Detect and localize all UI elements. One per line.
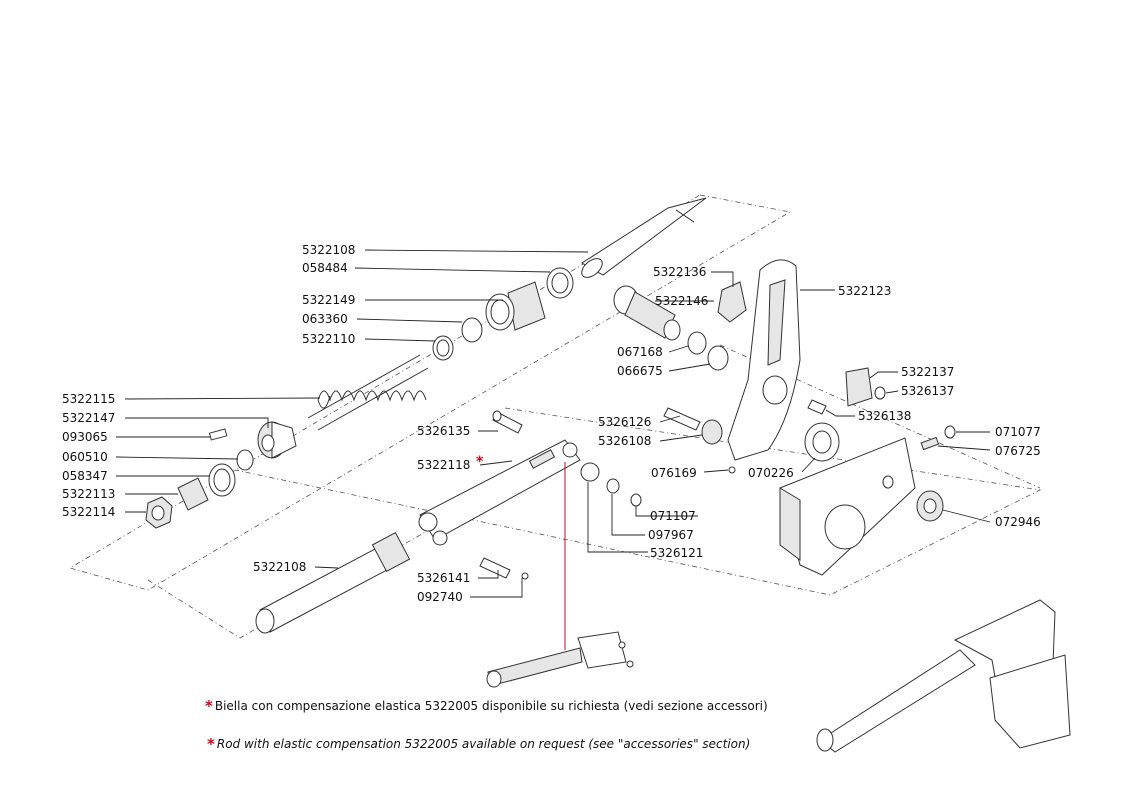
pin-5326141 [479, 557, 529, 580]
label-097967: 097967 [648, 528, 694, 542]
assembly-preview [816, 599, 1071, 753]
label-066675: 066675 [617, 364, 663, 378]
asterisk-5322118: * [476, 454, 484, 470]
plate-5322137 [845, 367, 873, 407]
o-ring [236, 449, 254, 471]
label-076169: 076169 [651, 466, 697, 480]
nut-072946 [916, 490, 944, 522]
label-070226: 070226 [748, 466, 794, 480]
label-5322147: 5322147 [62, 411, 115, 425]
label-060510: 060510 [62, 450, 108, 464]
snap-ring [461, 317, 483, 343]
small-screw-076169 [728, 466, 736, 474]
washer-071077 [944, 425, 956, 439]
bearing-070226 [804, 422, 840, 462]
label-5322123: 5322123 [838, 284, 891, 298]
label-063360: 063360 [302, 312, 348, 326]
assembly-outline [68, 194, 1042, 639]
bushing-5326108 [701, 419, 723, 445]
screw-093065 [208, 428, 228, 441]
note-english: *Rod with elastic compensation 5322005 a… [207, 735, 750, 753]
label-5322118: 5322118 [417, 458, 470, 472]
label-5326135: 5326135 [417, 424, 470, 438]
pin-5326135 [492, 410, 523, 434]
label-058484: 058484 [302, 261, 348, 275]
washers-071107 [580, 462, 642, 507]
note-english-asterisk: * [207, 735, 215, 753]
note-italian-asterisk: * [205, 697, 213, 715]
note-italian-text: Biella con compensazione elastica 532200… [214, 699, 768, 713]
pivot-5322146 [613, 285, 681, 341]
label-5322113: 5322113 [62, 487, 115, 501]
ring-058347 [208, 463, 236, 497]
label-071107: 071107 [650, 509, 696, 523]
screw-076725 [920, 436, 940, 451]
label-5322114: 5322114 [62, 505, 115, 519]
bracket-5322136 [717, 281, 747, 323]
label-5326121: 5326121 [650, 546, 703, 560]
label-071077: 071077 [995, 425, 1041, 439]
label-072946: 072946 [995, 515, 1041, 529]
spring [307, 354, 429, 431]
label-5322115: 5322115 [62, 392, 115, 406]
elastic-rod-accessory [486, 631, 634, 688]
washer-5326137 [874, 386, 886, 400]
label-076725: 076725 [995, 444, 1041, 458]
collet [177, 477, 209, 511]
washer-5322110 [432, 335, 454, 361]
label-5322108-top: 5322108 [302, 243, 355, 257]
note-italian: *Biella con compensazione elastica 53220… [205, 697, 768, 715]
label-067168: 067168 [617, 345, 663, 359]
label-5322137: 5322137 [901, 365, 954, 379]
mounting-block [779, 437, 916, 576]
stud-5326138 [807, 399, 827, 415]
label-5326137: 5326137 [901, 384, 954, 398]
label-5322108-bottom: 5322108 [253, 560, 306, 574]
washers-067168 [687, 331, 729, 371]
lower-shaft [255, 531, 411, 634]
label-5326108: 5326108 [598, 434, 651, 448]
label-093065: 093065 [62, 430, 108, 444]
label-092740: 092740 [417, 590, 463, 604]
upper-shaft [581, 197, 707, 278]
label-5322146: 5322146 [655, 294, 708, 308]
part-labels: 5322108 058484 5322149 063360 5322110 53… [62, 243, 1041, 604]
label-5326126: 5326126 [598, 415, 651, 429]
label-5322149: 5322149 [302, 293, 355, 307]
spring-holder [257, 421, 297, 459]
note-english-text: Rod with elastic compensation 5322005 av… [216, 737, 751, 751]
label-058347: 058347 [62, 469, 108, 483]
lever-arm-5322123 [727, 259, 801, 461]
leader-lines [115, 249, 991, 598]
label-5322110: 5322110 [302, 332, 355, 346]
label-5322136: 5322136 [653, 265, 706, 279]
nut-5322114 [145, 496, 173, 529]
label-5326138: 5326138 [858, 409, 911, 423]
pin-5326126 [663, 407, 701, 431]
label-5326141: 5326141 [417, 571, 470, 585]
connecting-rod [418, 439, 581, 546]
bushing-ring [546, 267, 574, 299]
sleeve [485, 281, 546, 331]
